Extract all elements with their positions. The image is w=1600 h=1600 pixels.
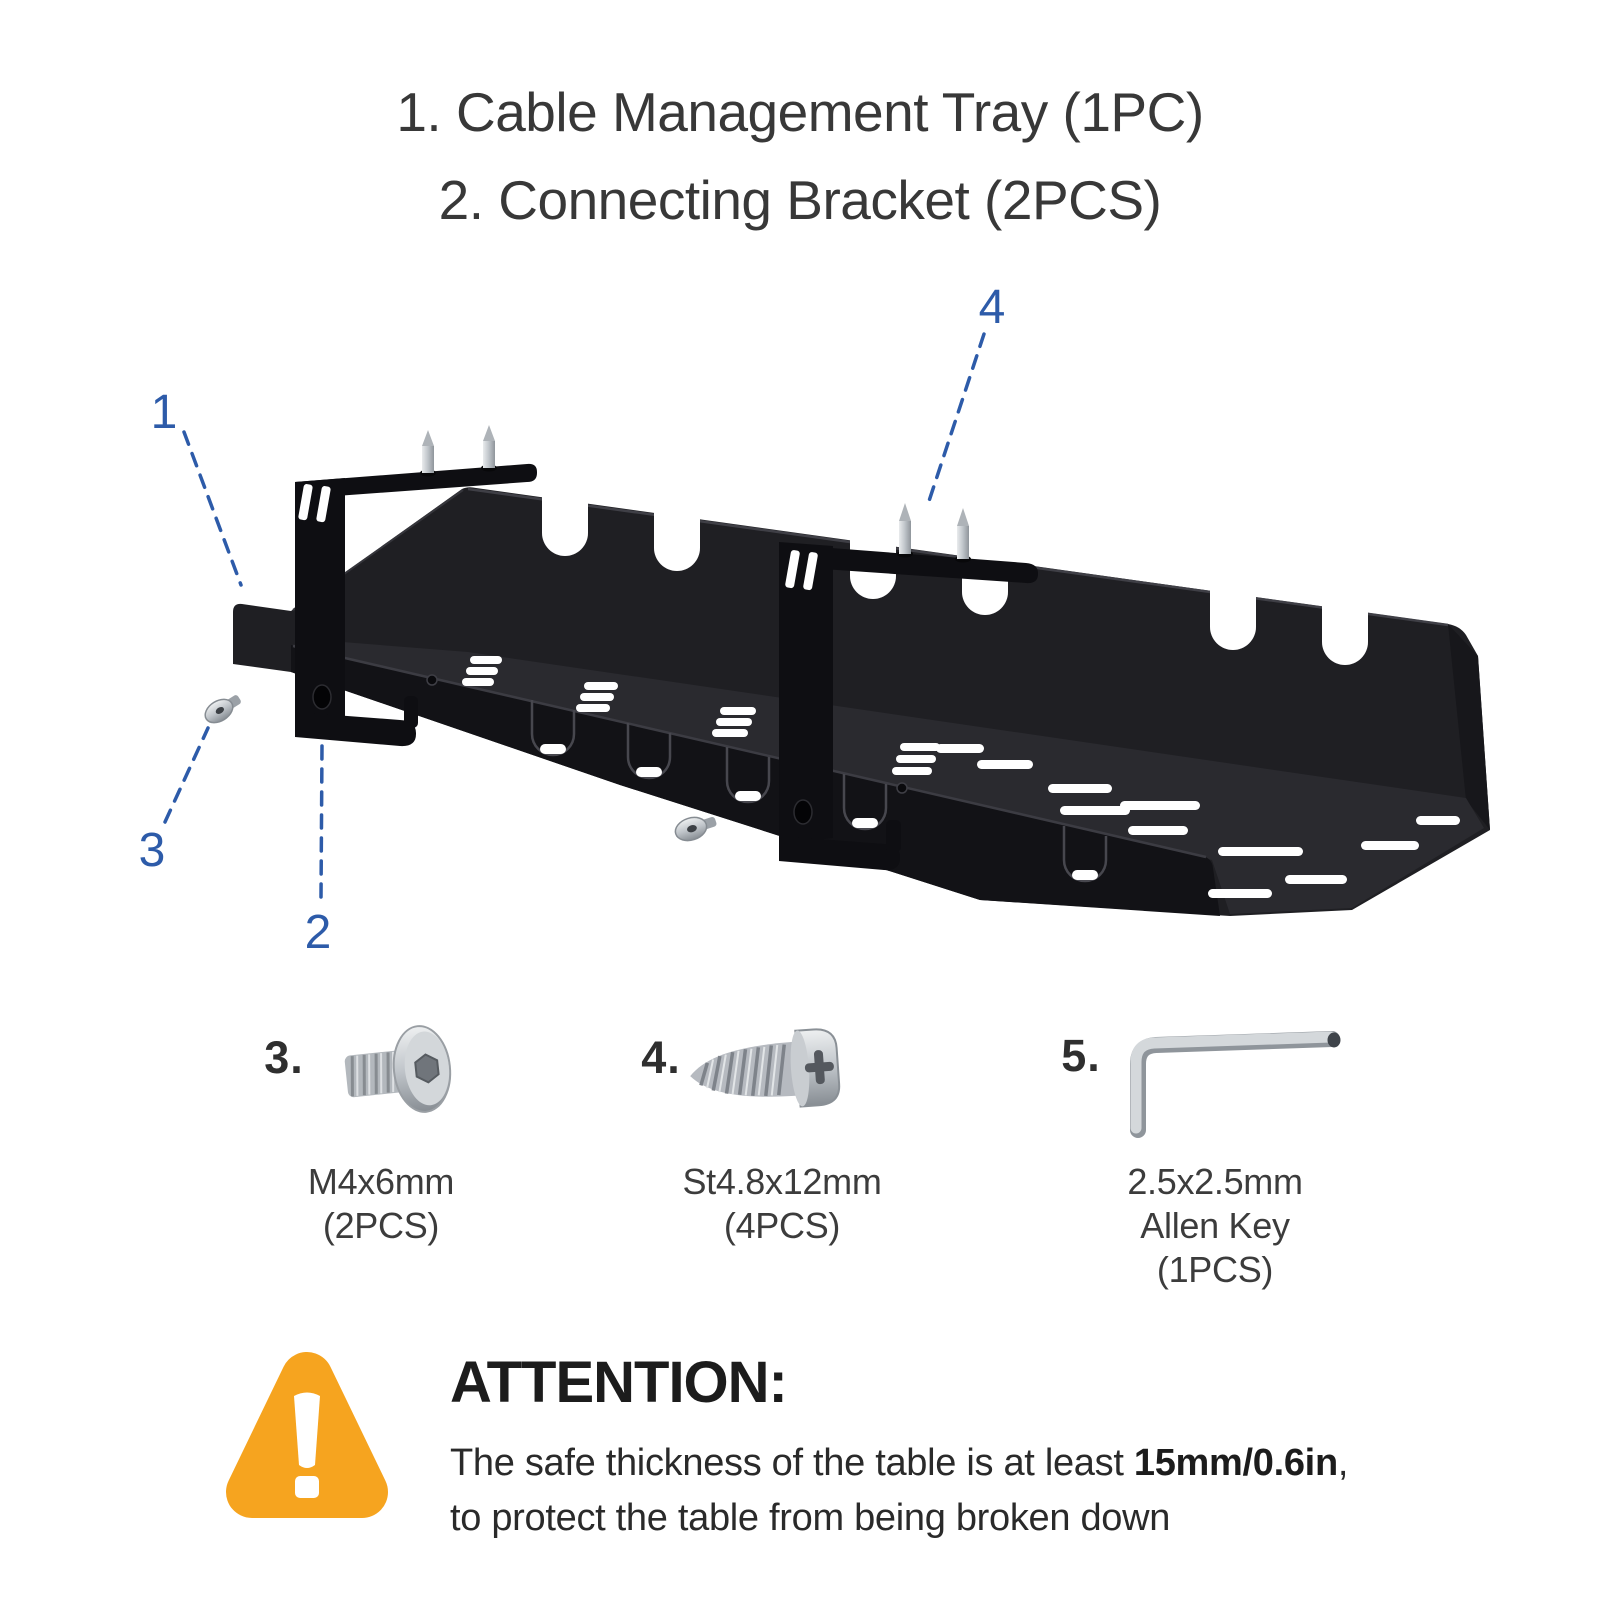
attention-text-3: to protect the table from being broken d… bbox=[450, 1497, 1171, 1539]
bracket-right-post bbox=[779, 542, 833, 844]
pan-head-screw-icon bbox=[690, 1028, 841, 1108]
part-5-size: 2.5x2.5mm bbox=[1127, 1161, 1303, 1202]
callout-label-1: 1 bbox=[150, 386, 178, 439]
mounting-pin bbox=[481, 425, 497, 472]
part-4-label: St4.8x12mm (4PCS) bbox=[682, 1160, 881, 1248]
bracket-left-lip bbox=[404, 696, 418, 728]
tray-back-notches bbox=[542, 493, 1368, 665]
bracket-left-foot bbox=[295, 712, 416, 747]
bracket-right-arm bbox=[779, 544, 1038, 584]
part-4-size: St4.8x12mm bbox=[682, 1161, 882, 1202]
mounting-pin bbox=[897, 503, 913, 558]
bracket-left-slits bbox=[298, 484, 331, 523]
tray-vent-slots bbox=[462, 656, 1460, 898]
attention-text-1: The safe thickness of the table is at le… bbox=[450, 1442, 1134, 1484]
part-4-number: 4. bbox=[641, 1032, 681, 1083]
title-line-1: 1. Cable Management Tray (1PC) bbox=[396, 81, 1204, 143]
attention-heading: ATTENTION: bbox=[450, 1350, 788, 1415]
attention-block: ATTENTION: The safe thickness of the tab… bbox=[450, 1352, 1450, 1546]
m4-screw-floating-left bbox=[204, 695, 241, 724]
m4-screw-floating-center bbox=[674, 816, 717, 842]
callout-lines bbox=[163, 332, 986, 899]
allen-key-icon bbox=[1130, 1031, 1341, 1138]
bracket-right-foot bbox=[779, 836, 900, 871]
tray-right-end bbox=[1448, 624, 1490, 830]
cable-management-tray bbox=[233, 487, 1490, 916]
part-3-number: 3. bbox=[264, 1032, 304, 1083]
callout-line-3 bbox=[163, 726, 210, 824]
part-3-size: M4x6mm bbox=[307, 1161, 455, 1202]
attention-text-2: , bbox=[1337, 1442, 1349, 1484]
title-line-2: 2. Connecting Bracket (2PCS) bbox=[438, 169, 1162, 231]
bracket-right-lip bbox=[886, 820, 901, 852]
tray-screw-holes bbox=[426, 674, 908, 794]
connecting-bracket-right bbox=[779, 503, 1038, 871]
attention-body: The safe thickness of the table is at le… bbox=[450, 1436, 1450, 1546]
warning-triangle-icon bbox=[226, 1352, 388, 1518]
part-5-name: Allen Key bbox=[1140, 1205, 1290, 1246]
part-3-label: M4x6mm (2PCS) bbox=[307, 1160, 455, 1248]
callout-label-3: 3 bbox=[138, 824, 166, 877]
tray-front-notches bbox=[530, 700, 1108, 883]
mounting-pin bbox=[955, 508, 971, 563]
countersunk-screw-icon bbox=[344, 1025, 452, 1113]
callout-line-2 bbox=[319, 744, 324, 899]
mounting-pin bbox=[420, 430, 436, 477]
bracket-left-arm bbox=[295, 463, 537, 499]
part-5-label: 2.5x2.5mm Allen Key (1PCS) bbox=[1127, 1160, 1303, 1292]
tray-front-notch-slivers bbox=[540, 744, 1098, 880]
callout-label-2: 2 bbox=[304, 906, 332, 959]
callout-line-4 bbox=[927, 332, 986, 503]
title-block: 1. Cable Management Tray (1PC) 2. Connec… bbox=[0, 82, 1600, 230]
connecting-bracket-left bbox=[295, 425, 537, 747]
part-3-qty: (2PCS) bbox=[322, 1205, 440, 1246]
part-4-qty: (4PCS) bbox=[723, 1205, 841, 1246]
callout-line-1 bbox=[182, 430, 243, 587]
bracket-right-slits bbox=[785, 550, 818, 591]
tray-front-edge-highlight bbox=[292, 644, 1207, 859]
bracket-left-hole bbox=[312, 684, 332, 710]
bracket-left-post bbox=[295, 478, 345, 722]
part-5-qty: (1PCS) bbox=[1156, 1249, 1274, 1290]
tray-front-wall bbox=[291, 645, 1220, 916]
callout-label-4: 4 bbox=[978, 281, 1006, 334]
part-5-number: 5. bbox=[1061, 1030, 1101, 1081]
bracket-right-hole bbox=[793, 799, 813, 825]
attention-text-bold: 15mm/0.6in bbox=[1133, 1442, 1338, 1484]
